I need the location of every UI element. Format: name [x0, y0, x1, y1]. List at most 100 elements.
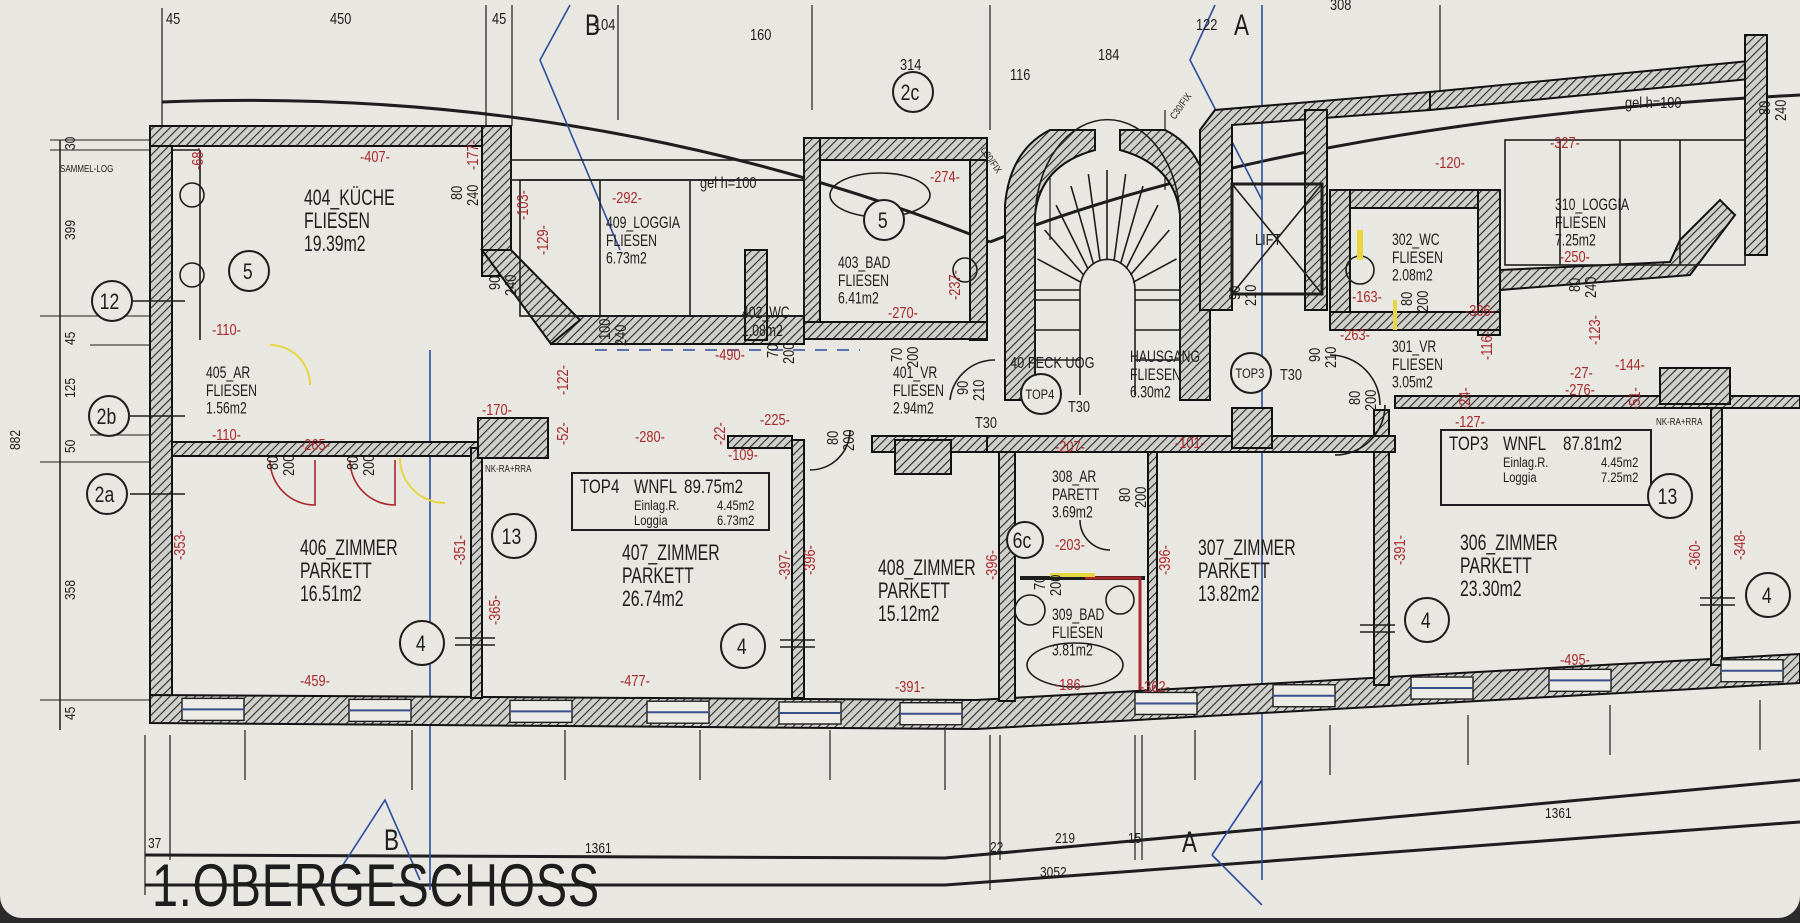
unit-row-value: 7.25m2 [1601, 470, 1638, 485]
room-floor: FLIESEN [1130, 366, 1181, 384]
dimension-interior: -391- [1392, 535, 1410, 565]
dimension-top: 45 [492, 11, 506, 29]
room-floor: PARETT [1052, 486, 1099, 504]
drawing-note: C30/FIX [1168, 91, 1194, 121]
room-name: 408_ZIMMER [878, 557, 976, 581]
door-width: 90 [1227, 286, 1245, 300]
door-width: 80 [1567, 278, 1585, 292]
dimension-interior: -250- [1560, 249, 1590, 267]
dimension-interior: -490- [715, 347, 745, 365]
dimension-lines [40, 5, 1800, 895]
window [646, 700, 710, 724]
window [1272, 684, 1336, 708]
reference-tag-label: TOP3 [1235, 366, 1264, 381]
dimension-interior: -396- [802, 545, 820, 575]
room-name: 307_ZIMMER [1198, 537, 1296, 561]
reference-tag [1404, 597, 1450, 643]
room-area: 1.56m2 [206, 400, 247, 418]
reference-tag-label: TOP4 [1025, 387, 1054, 402]
dimension-top: 308 [1330, 0, 1351, 14]
dimension-interior: -263- [1340, 327, 1370, 345]
dimension-interior: -120- [1435, 155, 1465, 173]
dimension-top: 160 [750, 27, 771, 45]
reference-tag [228, 250, 270, 292]
reference-tag-label: 2c [901, 81, 920, 105]
room-area: 13.82m2 [1198, 583, 1260, 607]
section-marker: A [1234, 8, 1249, 42]
drawing-note: gel h=100 [1625, 95, 1682, 113]
door-width: 80 [1399, 292, 1417, 306]
room-floor: PARKETT [622, 565, 694, 589]
door-width: 70 [1032, 576, 1050, 590]
wall-bad-east [969, 159, 988, 341]
reference-tag [1020, 373, 1062, 415]
windows [181, 659, 1784, 726]
reference-tag [86, 473, 128, 515]
wall-bad-south [803, 321, 988, 340]
drawing-note: LIFT [1255, 232, 1281, 250]
window [1134, 691, 1198, 716]
room-floor: PARKETT [1460, 555, 1532, 579]
drawing-note: T30 [1068, 399, 1090, 417]
dimension-top: 116 [1010, 67, 1030, 85]
reference-tag-label: 13 [502, 525, 522, 549]
wall-north-east [1429, 58, 1761, 112]
unit-row-label: Loggia [1503, 470, 1537, 485]
dimension-left: 882 [7, 430, 24, 450]
dimension-interior: -280- [635, 429, 665, 447]
dimension-interior: -24- [1457, 387, 1475, 410]
window [181, 697, 245, 722]
room-area: 15.12m2 [878, 603, 940, 627]
unit-row-label: Loggia [634, 513, 668, 528]
dimension-interior: -122- [555, 365, 573, 395]
dimension-interior: -276- [1565, 382, 1595, 400]
dimension-top: 45 [166, 11, 180, 29]
room-area: 1.08m2 [742, 322, 783, 340]
reference-tag-label: 2a [95, 483, 115, 507]
unit-row-value: 6.73m2 [717, 513, 754, 528]
door-height: 210 [971, 380, 989, 401]
door-width: 80 [1117, 488, 1135, 502]
unit-row-value: 4.45m2 [1601, 455, 1638, 470]
door-width: 90 [955, 381, 973, 395]
door-width: 90 [487, 276, 505, 290]
room-floor: PARKETT [878, 580, 950, 604]
dimension-interior: -103- [515, 190, 533, 220]
wall-lift [1199, 90, 1431, 311]
unit-row-value: 4.45m2 [717, 498, 754, 513]
dimension-interior: -225- [760, 412, 790, 430]
dimension-left: 358 [62, 580, 79, 600]
room-name: 407_ZIMMER [622, 542, 720, 566]
room-name: 301_VR [1392, 338, 1436, 356]
reference-tag-label: 4 [1762, 584, 1772, 608]
dimension-top: 122 [1196, 17, 1217, 35]
dimension-interior: -123- [1587, 315, 1605, 345]
shaft-306 [1659, 367, 1731, 405]
door-width: 80 [449, 186, 467, 200]
wall-406-407 [470, 447, 483, 699]
door-width: 70 [889, 348, 907, 362]
room-name: 401_VR [893, 364, 937, 382]
dimension-interior: -116- [1479, 331, 1497, 360]
window [1548, 668, 1612, 693]
dimension-interior: -477- [620, 673, 650, 691]
reference-tag-label: 12 [100, 290, 120, 314]
drawing-note: NK-RA+RRA [1656, 416, 1703, 427]
reference-tag [1745, 572, 1791, 618]
reference-tag [720, 623, 766, 669]
section-marker: B [384, 823, 399, 857]
reference-tag-label: 5 [243, 260, 253, 284]
dimension-interior: -360- [1687, 540, 1705, 570]
room-name: 302_WC [1392, 231, 1440, 249]
door-height: 200 [1363, 390, 1381, 411]
reference-tag-label: 4 [1421, 609, 1431, 633]
unit-row-label: Einlag.R. [634, 498, 679, 513]
door-height: 200 [1415, 291, 1433, 312]
door-height: 240 [1773, 100, 1791, 121]
unit-name: TOP3 [1449, 432, 1488, 454]
fixtures [172, 118, 1746, 690]
dimension-interior: -365- [487, 595, 505, 625]
dimension-interior: -22- [712, 422, 730, 445]
window [778, 701, 842, 725]
